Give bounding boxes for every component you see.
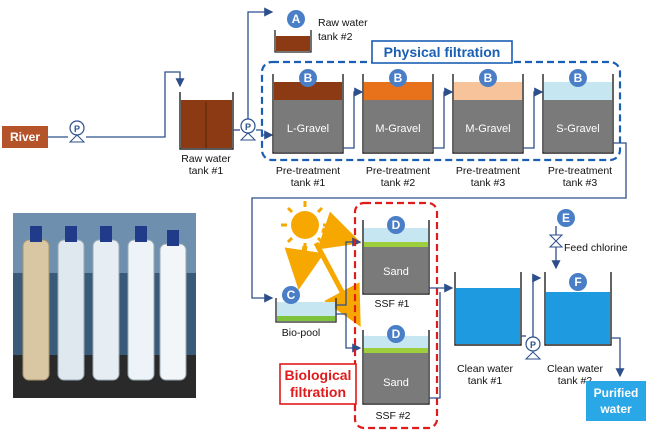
raw-water-tank-2: Raw water tank #2 xyxy=(274,17,368,53)
clean-water-tank-2: F Clean water tank #2 xyxy=(544,272,612,387)
badge-e xyxy=(557,209,575,227)
sun-ray-ssf1 xyxy=(317,211,362,250)
badge-d-1 xyxy=(387,216,405,234)
gravel-label-4: S-Gravel xyxy=(556,123,599,135)
river-label: River xyxy=(10,130,40,144)
pipe-clean2-purified xyxy=(611,337,625,378)
bio-pool-label: Bio-pool xyxy=(282,327,321,339)
pre-tank3-label-line1: Pre-treatment xyxy=(456,165,520,177)
badge-b-4 xyxy=(569,69,587,87)
water-samples-photo xyxy=(13,213,196,398)
badge-b-1 xyxy=(299,69,317,87)
ssf2-label: SSF #2 xyxy=(375,410,410,422)
pre-tank2-label-line2: tank #2 xyxy=(381,177,416,189)
sun-ray-ssf2 xyxy=(313,241,361,327)
pump-2-label: P xyxy=(245,122,251,132)
pre-treatment-tank-2: M-Gravel B xyxy=(362,69,434,154)
badge-a-text: A xyxy=(292,12,301,26)
pre-tank2-label-line1: Pre-treatment xyxy=(366,165,430,177)
badge-b-3-text: B xyxy=(484,71,493,85)
pipe-to-raw-tank2 xyxy=(247,7,274,119)
physical-filtration-label: Physical filtration xyxy=(384,44,501,60)
pre-tank3-label-line2: tank #3 xyxy=(471,177,506,189)
badge-b-2-text: B xyxy=(394,71,403,85)
physical-filtration-title: Physical filtration xyxy=(371,40,513,64)
badge-b-4-text: B xyxy=(574,71,583,85)
gravel-label-1: L-Gravel xyxy=(287,123,329,135)
gravel-label-2: M-Gravel xyxy=(375,123,420,135)
river-box: River xyxy=(2,126,48,148)
pipe-pre2-pre3 xyxy=(433,87,454,149)
chlorine-feed: E Feed chlorine xyxy=(548,209,628,270)
badge-b-3 xyxy=(479,69,497,87)
pump-1: P xyxy=(68,120,86,143)
raw-tank2-label-line1: Raw water xyxy=(318,17,368,29)
badge-b-1-text: B xyxy=(304,71,313,85)
badge-f xyxy=(569,273,587,291)
feed-chlorine-label: Feed chlorine xyxy=(564,242,628,254)
bio-filtration-label-line1: Biological xyxy=(285,367,352,383)
pre-treatment-tank-3: M-Gravel B xyxy=(452,69,524,154)
pump-1-label: P xyxy=(74,124,80,134)
clean-tank2-label-line1: Clean water xyxy=(547,363,604,375)
biological-filtration-title: Biological filtration xyxy=(279,363,357,405)
badge-b-2 xyxy=(389,69,407,87)
sun-icon xyxy=(281,201,329,249)
pump-2: P xyxy=(239,118,257,141)
badge-d-2-text: D xyxy=(392,327,401,341)
pre-tank1-label-line1: Pre-treatment xyxy=(276,165,340,177)
badge-c xyxy=(282,286,300,304)
pre-treatment-tank-4: S-Gravel B xyxy=(542,69,614,154)
clean-tank1-label-line1: Clean water xyxy=(457,363,514,375)
badge-c-text: C xyxy=(287,288,296,302)
pipe-pre3-pre4 xyxy=(523,87,544,149)
badge-a: A xyxy=(287,10,305,28)
pump-3-label: P xyxy=(530,340,536,350)
pre-tank4-label-line2: tank #3 xyxy=(563,177,598,189)
badge-d-2 xyxy=(387,325,405,343)
pump-3: P xyxy=(524,336,542,360)
ssf-1: D Sand SSF #1 xyxy=(362,216,430,310)
badge-d-1-text: D xyxy=(392,218,401,232)
clean-tank2-label-line2: tank #2 xyxy=(558,375,593,387)
ssf2-sand-label: Sand xyxy=(383,377,409,389)
biological-filtration-border xyxy=(353,201,439,430)
pipe-ssf2-clean1 xyxy=(429,292,441,399)
pipe-pre4-biopool xyxy=(251,142,627,303)
pre-tank4-label-line1: Pre-treatment xyxy=(548,165,612,177)
gravel-label-3: M-Gravel xyxy=(465,123,510,135)
raw-tank1-label-line1: Raw water xyxy=(181,153,231,165)
pipe-to-pretank1 xyxy=(256,129,274,140)
purified-label-line1: Purified xyxy=(594,386,639,400)
ssf1-label: SSF #1 xyxy=(374,298,409,310)
ssf1-sand-label: Sand xyxy=(383,266,409,278)
pipe-biopool-ssf1 xyxy=(336,237,362,306)
pre-treatment-tank-1: L-Gravel B xyxy=(272,69,344,154)
raw-tank1-label-line2: tank #1 xyxy=(189,165,224,177)
sun-ray-biopool xyxy=(284,245,325,290)
pipe-pump3-clean2 xyxy=(532,273,542,337)
bio-filtration-label-line2: filtration xyxy=(290,384,346,400)
raw-water-tank-1: Raw water tank #1 xyxy=(179,92,234,177)
raw-tank2-label-line2: tank #2 xyxy=(318,31,353,43)
clean-tank1-label-line2: tank #1 xyxy=(468,375,503,387)
clean-water-tank-1: Clean water tank #1 xyxy=(454,272,522,387)
pipe-biopool-ssf2 xyxy=(336,313,362,353)
purified-water-box: Purified water xyxy=(586,381,646,421)
purified-label-line2: water xyxy=(599,402,632,416)
badge-e-text: E xyxy=(562,211,570,225)
pipe-pre1-pre2 xyxy=(343,87,364,149)
badge-f-text: F xyxy=(574,275,581,289)
bio-pool: C Bio-pool xyxy=(275,286,337,339)
pipe-pump-rawtank1 xyxy=(86,71,185,138)
ssf-2: D Sand SSF #2 xyxy=(362,325,430,422)
pre-tank1-label-line2: tank #1 xyxy=(291,177,326,189)
